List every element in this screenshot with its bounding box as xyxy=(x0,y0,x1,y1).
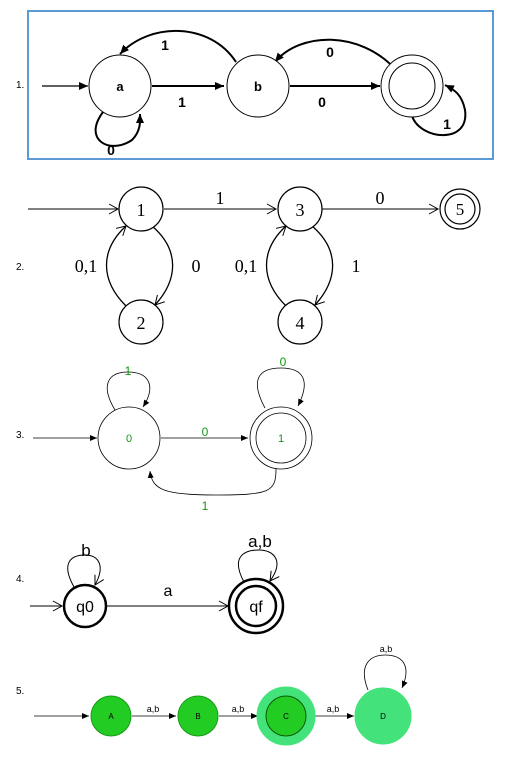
diagram-1: 1. a b 1 1 0 0 0 1 xyxy=(16,10,494,160)
edge-3-to-4 xyxy=(311,225,334,306)
state-b-label: b xyxy=(254,79,262,94)
edge-a-loop xyxy=(94,111,145,147)
state-b xyxy=(226,54,290,118)
edge-b-to-a xyxy=(119,29,237,63)
label-b-to-final: 0 xyxy=(318,94,326,110)
label-3-to-4: 1 xyxy=(352,256,361,276)
state-b xyxy=(177,695,219,737)
state-4 xyxy=(277,299,323,345)
label-a-loop: 0 xyxy=(107,142,115,158)
state-3-label: 3 xyxy=(296,200,305,220)
label-1-to-0: 1 xyxy=(202,499,209,513)
edge-loop-qf xyxy=(237,549,280,583)
state-2 xyxy=(118,299,164,345)
label-4-to-3: 0,1 xyxy=(235,256,258,276)
label-final-to-b: 0 xyxy=(326,44,334,60)
label-loop-0: 1 xyxy=(125,364,132,378)
state-a-label: a xyxy=(116,79,124,94)
state-b-label: B xyxy=(195,712,200,721)
label-1-to-3: 1 xyxy=(216,188,225,208)
label-2-to-1: 0,1 xyxy=(75,256,98,276)
diagram-2: 2. 1 2 3 4 5 1 0 0 0,1 1 0,1 xyxy=(16,186,481,345)
state-q0 xyxy=(62,583,108,629)
label-c-to-d: a,b xyxy=(327,704,340,714)
label-final-loop: 1 xyxy=(443,116,451,132)
state-1 xyxy=(118,186,164,232)
edge-2-to-1 xyxy=(106,225,127,307)
state-5-label: 5 xyxy=(456,200,465,219)
state-qf-inner xyxy=(234,584,278,628)
state-a-label: A xyxy=(108,712,114,721)
label-1-to-2: 0 xyxy=(192,256,201,276)
state-3 xyxy=(277,186,323,232)
state-5-inner xyxy=(444,193,476,225)
label-loop-d: a,b xyxy=(380,644,393,654)
edge-loop-d xyxy=(363,654,408,691)
diagram-2-number: 2. xyxy=(16,262,24,273)
label-a-to-b: 1 xyxy=(178,94,186,110)
edge-loop-0 xyxy=(106,371,151,411)
edge-1-to-0 xyxy=(147,468,277,496)
label-0-to-1: 0 xyxy=(202,425,209,439)
label-loop-1: 0 xyxy=(280,355,287,369)
state-q0-label: q0 xyxy=(76,599,94,616)
state-qf-label: qf xyxy=(249,599,263,616)
state-1-label: 1 xyxy=(137,200,146,220)
edge-1-to-2 xyxy=(151,225,174,306)
diagram-1-frame xyxy=(27,10,494,160)
label-loop-q0: b xyxy=(81,541,90,560)
label-loop-qf: a,b xyxy=(248,532,272,551)
state-d xyxy=(354,687,412,745)
state-c-label: C xyxy=(283,712,289,721)
edge-final-to-b xyxy=(274,38,397,71)
label-a-to-b: a,b xyxy=(147,704,160,714)
state-a xyxy=(88,54,152,118)
state-final-inner xyxy=(388,62,436,110)
diagram-5: 5. A B C D a,b a,b a,b a,b xyxy=(16,644,412,746)
state-4-label: 4 xyxy=(296,313,305,333)
diagram-4-number: 4. xyxy=(16,574,24,585)
label-b-to-c: a,b xyxy=(232,704,245,714)
state-a xyxy=(90,695,132,737)
diagram-3-number: 3. xyxy=(16,430,24,441)
state-0 xyxy=(97,406,161,470)
diagram-1-number: 1. xyxy=(16,80,24,91)
state-0-label: 0 xyxy=(126,433,132,445)
edge-4-to-3 xyxy=(266,225,287,307)
diagram-5-number: 5. xyxy=(16,686,24,697)
edge-loop-q0 xyxy=(67,554,104,588)
label-b-to-a: 1 xyxy=(161,37,169,53)
state-1-label: 1 xyxy=(278,433,284,445)
state-c-inner xyxy=(265,695,307,737)
diagram-3: 3. 0 1 1 0 0 1 xyxy=(16,355,313,513)
edge-loop-1 xyxy=(256,367,305,409)
state-1-inner xyxy=(255,412,307,464)
edge-final-loop xyxy=(411,84,467,136)
state-d-label: D xyxy=(380,712,386,721)
state-2-label: 2 xyxy=(137,313,146,333)
diagram-4: 4. q0 qf b a,b a xyxy=(16,532,285,635)
label-3-to-5: 0 xyxy=(376,188,385,208)
label-q0-to-qf: a xyxy=(164,583,173,600)
